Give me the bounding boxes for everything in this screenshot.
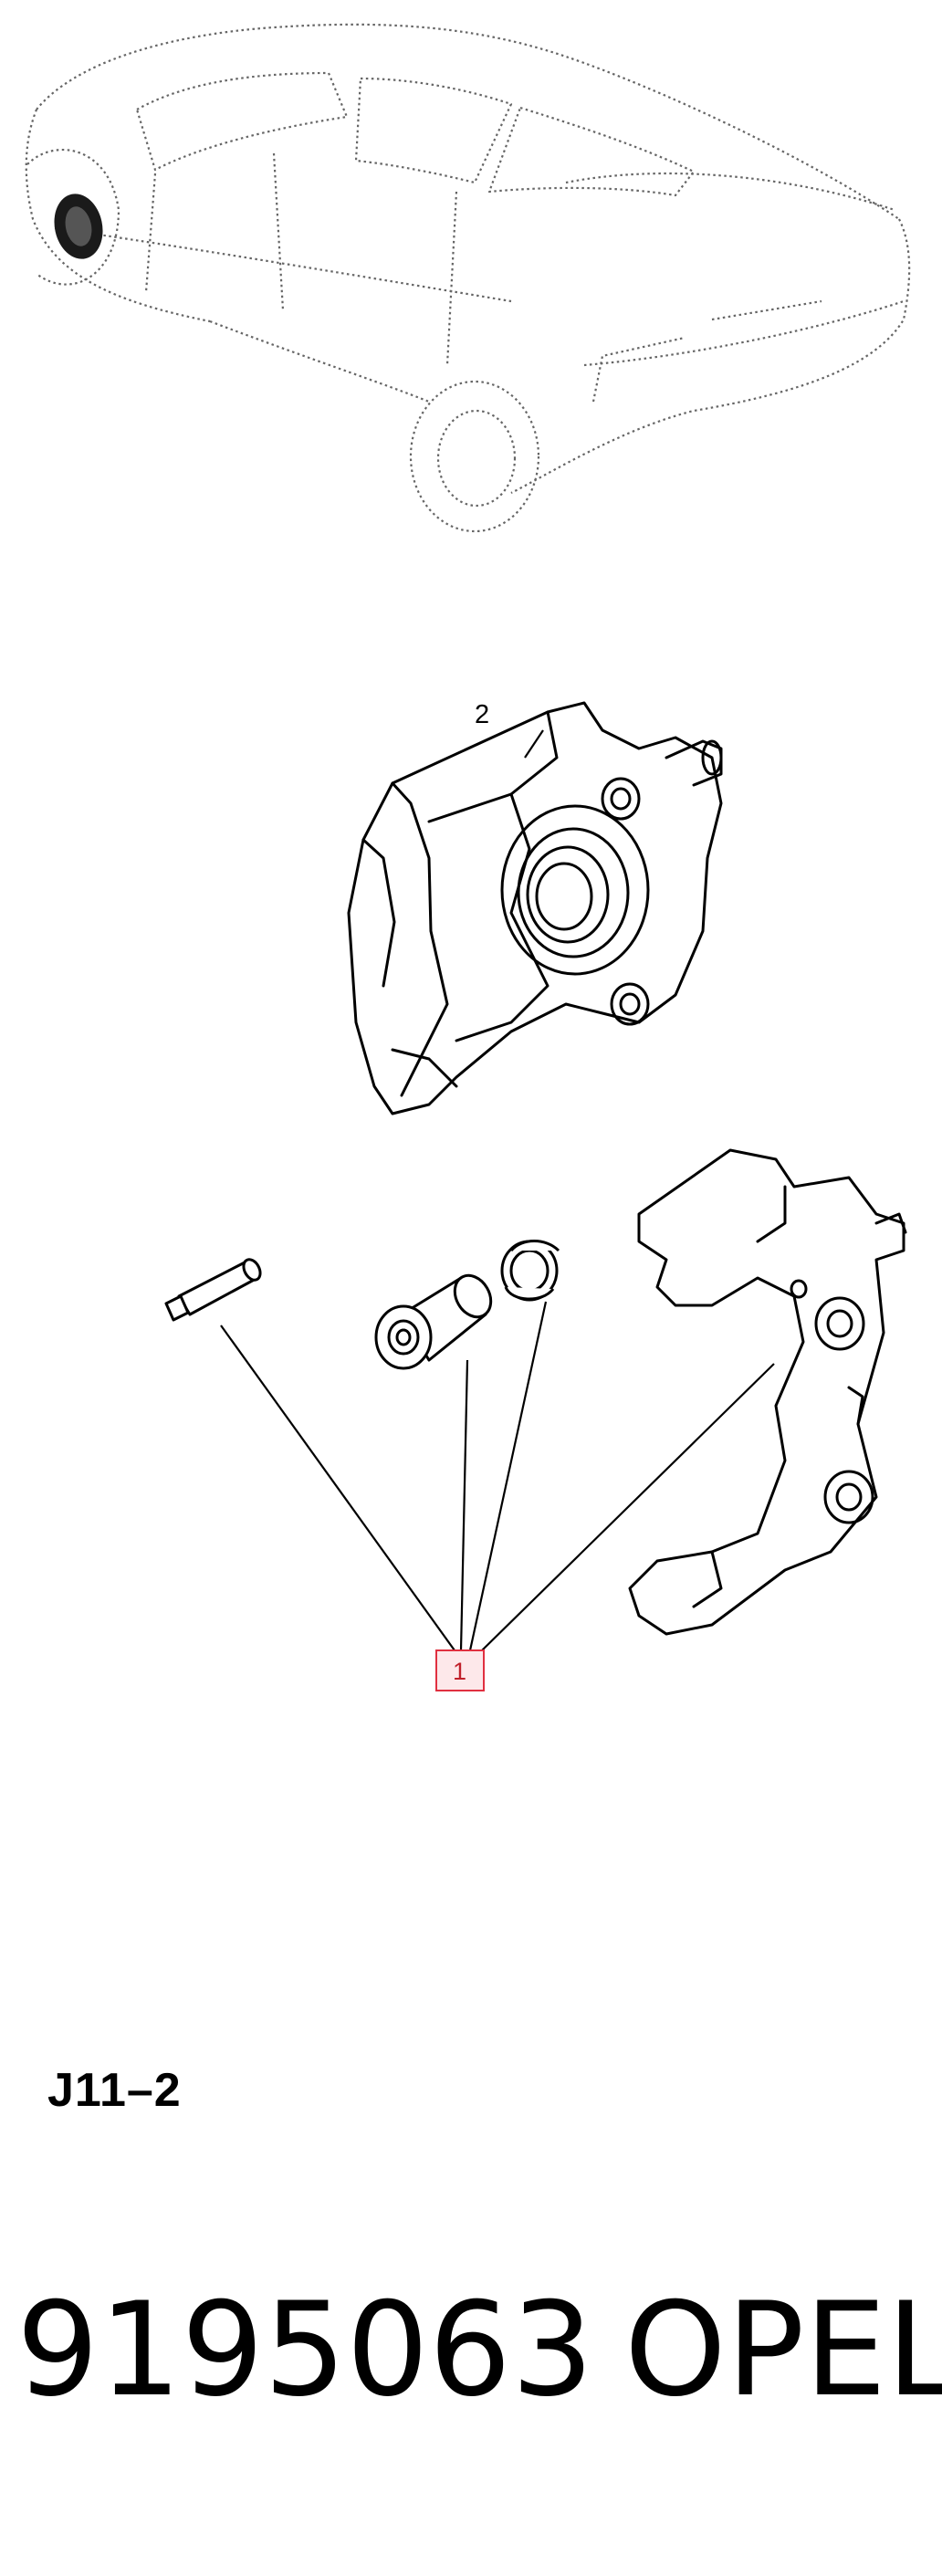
brake-location-marker <box>54 194 103 259</box>
diagram-code: J11–2 <box>47 2064 182 2117</box>
brand-name: OPEL <box>624 2275 942 2425</box>
brake-caliper-drawing <box>347 701 723 1115</box>
callout-number-1: 1 <box>453 1658 466 1685</box>
footer: 9195063 OPEL <box>16 2275 942 2425</box>
car-locator-illustration <box>25 23 911 533</box>
dust-boot-drawing <box>500 1240 560 1302</box>
part-number: 9195063 <box>16 2275 594 2425</box>
caliper-carrier-drawing <box>628 1148 907 1636</box>
bushing-drawing <box>374 1273 493 1370</box>
leader-lines <box>220 729 775 1651</box>
callout-number-2: 2 <box>475 700 489 729</box>
callout-marker-1[interactable]: 1 <box>435 1649 485 1691</box>
guide-pin-drawing <box>164 1258 262 1322</box>
